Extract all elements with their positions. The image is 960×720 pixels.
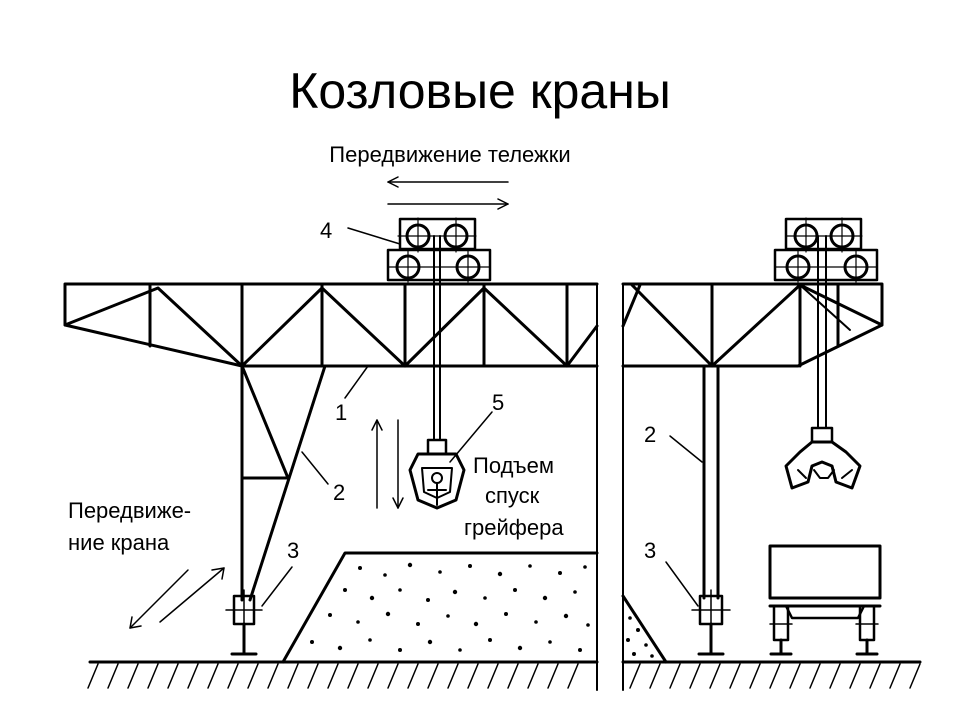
callout-1: 1 (335, 400, 347, 425)
callout-2: 2 (333, 480, 345, 505)
left-view (63, 176, 599, 691)
grab-bucket (408, 438, 466, 510)
right-grab-bucket (784, 426, 862, 490)
trolley-travel-label: Передвижение тележки (329, 142, 570, 167)
hoist-rope (433, 235, 441, 441)
crane-travel-label-line2: ние крана (68, 530, 170, 555)
right-support-leg (702, 364, 720, 600)
callout-leaders (261, 227, 493, 607)
callout-3: 3 (287, 538, 299, 563)
page-title: Козловые краны (289, 63, 671, 119)
callout-5: 5 (492, 390, 504, 415)
wagon (768, 544, 882, 656)
truss-girder (63, 282, 599, 691)
right-view (621, 217, 922, 691)
callout-4: 4 (320, 218, 332, 243)
lift-label-line2: спуск (485, 483, 540, 508)
right-callout-2: 2 (644, 422, 656, 447)
lift-arrows (371, 419, 404, 509)
travel-wheel (225, 589, 263, 656)
ground-left (87, 660, 599, 689)
lift-label-line1: Подъем (473, 453, 554, 478)
bulk-material-pile (281, 551, 599, 664)
right-hoist-rope (817, 235, 827, 429)
right-callout-leaders (665, 435, 703, 607)
crane-travel-label-line1: Передвиже- (68, 498, 191, 523)
right-girder (621, 282, 884, 368)
lift-label-line3: грейфера (464, 515, 564, 540)
right-pile (621, 594, 668, 664)
support-leg (240, 364, 327, 602)
right-travel-wheel (691, 589, 731, 656)
crane-travel-arrows (129, 567, 225, 629)
ground-right (621, 660, 922, 689)
trolley-arrows (387, 176, 509, 210)
right-callout-3: 3 (644, 538, 656, 563)
